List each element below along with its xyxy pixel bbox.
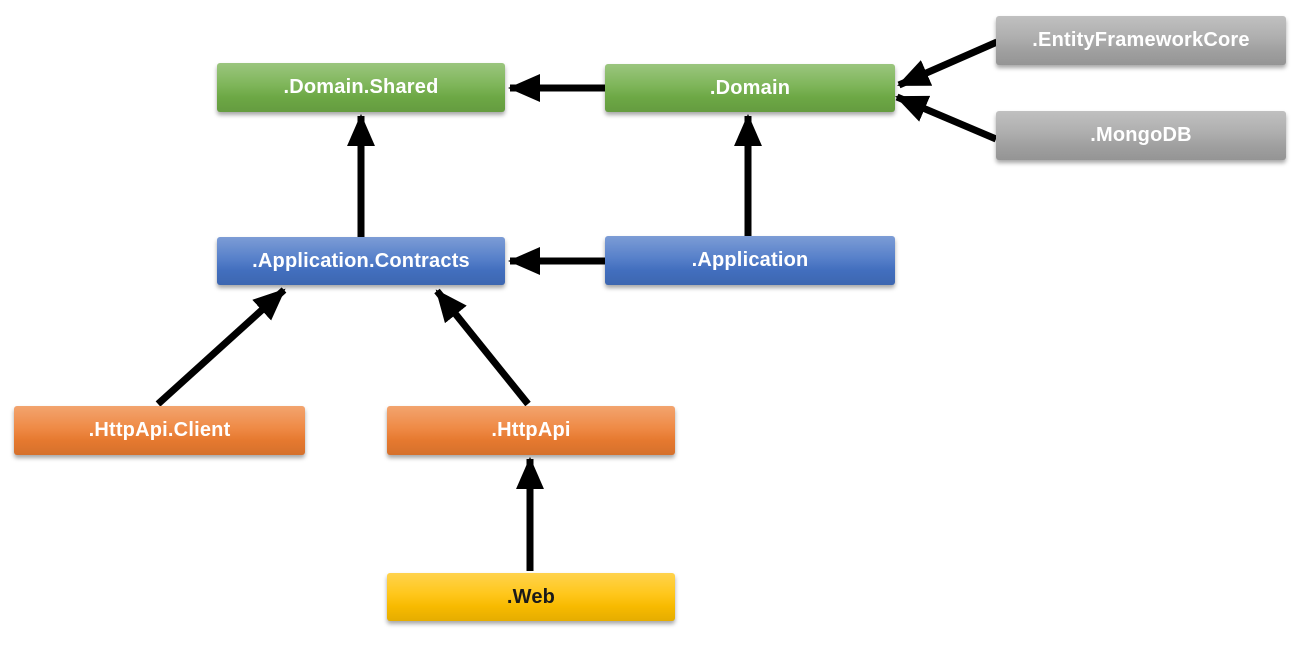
- node-application-contracts[interactable]: .Application.Contracts: [217, 237, 505, 285]
- dependency-arrow-httpapi_client-to-application_contracts: [155, 287, 287, 407]
- node-mongodb-label: .MongoDB: [1090, 124, 1192, 146]
- node-entity-framework-core-label: .EntityFrameworkCore: [1032, 29, 1250, 51]
- node-httpapi[interactable]: .HttpApi: [387, 406, 675, 455]
- node-httpapi-client-label: .HttpApi.Client: [88, 419, 231, 441]
- node-entity-framework-core[interactable]: .EntityFrameworkCore: [996, 16, 1286, 65]
- dependency-arrow-entity_framework_core-to-domain: [897, 38, 999, 89]
- node-web[interactable]: .Web: [387, 573, 675, 621]
- node-domain[interactable]: .Domain: [605, 64, 895, 112]
- node-httpapi-client[interactable]: .HttpApi.Client: [14, 406, 305, 455]
- node-domain-label: .Domain: [709, 76, 791, 99]
- node-application-contracts-label: .Application.Contracts: [252, 249, 470, 272]
- node-domain-shared-label: .Domain.Shared: [283, 76, 439, 98]
- node-httpapi-label: .HttpApi: [491, 419, 571, 441]
- node-application-label: .Application: [691, 249, 809, 271]
- node-domain-shared[interactable]: .Domain.Shared: [217, 63, 505, 112]
- dependency-arrow-mongodb-to-domain: [895, 93, 998, 143]
- dependency-arrow-httpapi-to-application_contracts: [434, 288, 531, 407]
- node-application[interactable]: .Application: [605, 236, 895, 285]
- node-web-label: .Web: [506, 585, 556, 608]
- node-mongodb[interactable]: .MongoDB: [996, 111, 1286, 160]
